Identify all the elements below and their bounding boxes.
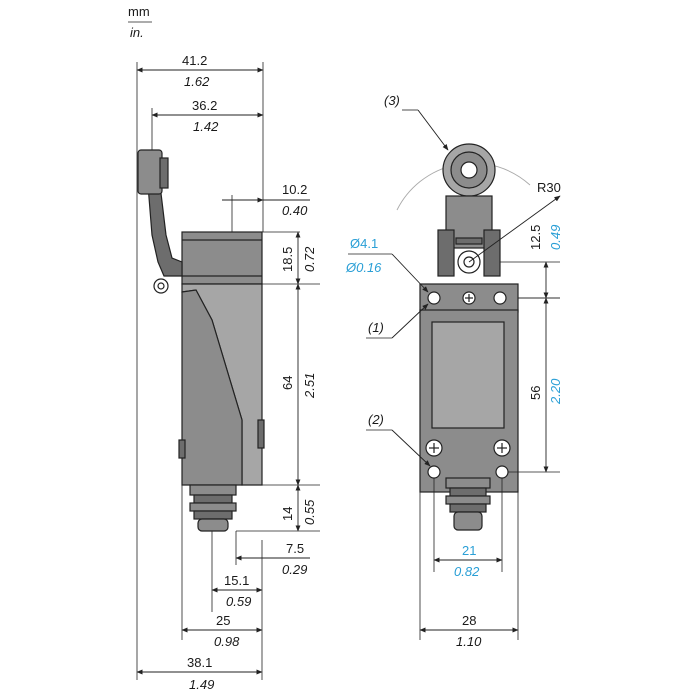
dim-gland-width-mm: 15.1: [224, 573, 249, 588]
front-view: (3) R30 12.5 0.49: [345, 93, 563, 649]
dim-offset-top-mm: 10.2: [282, 182, 307, 197]
cable-gland-front: [445, 477, 491, 531]
dim-body-height-in: 2.51: [302, 373, 317, 399]
fixing-hole-top-left: [427, 291, 441, 305]
fixing-hole-bottom-right: [495, 465, 509, 479]
callout-roller: (3): [384, 93, 400, 108]
dim-hole-dia-mm: Ø4.1: [350, 236, 378, 251]
lever-pivot: [153, 278, 169, 294]
cable-gland-side: [189, 484, 237, 532]
dim-mount-width-in: 0.82: [454, 564, 480, 579]
dim-hole-spacing-in: 2.20: [548, 378, 563, 405]
dim-hole-spacing-mm: 56: [528, 386, 543, 400]
fixing-hole-top-right: [493, 291, 507, 305]
dim-radius: R30: [537, 180, 561, 195]
dim-lever-offset-mm: 12.5: [528, 225, 543, 250]
dim-lever-width-in: 1.42: [193, 119, 219, 134]
dim-gland-width-in: 0.59: [226, 594, 251, 609]
dim-offset-top-in: 0.40: [282, 203, 308, 218]
dim-overall-width-in: 1.62: [184, 74, 210, 89]
dim-lever-width-mm: 36.2: [192, 98, 217, 113]
dim-head-height-in: 0.72: [302, 246, 317, 272]
switch-head: [181, 231, 263, 285]
unit-in-label: in.: [130, 25, 144, 40]
dim-head-height-mm: 18.5: [280, 247, 295, 272]
side-view: 41.2 1.62 36.2 1.42 10.2 0.40: [136, 53, 320, 692]
dim-gland-height-in: 0.55: [302, 499, 317, 525]
roller-wheel: [137, 149, 163, 195]
dim-lever-offset-in: 0.49: [548, 225, 563, 250]
unit-mm-label: mm: [128, 4, 150, 19]
dim-body-depth-mm: 25: [216, 613, 230, 628]
dim-body-depth-in: 0.98: [214, 634, 240, 649]
dim-base-width-mm: 38.1: [187, 655, 212, 670]
dim-body-width-mm: 28: [462, 613, 476, 628]
callout-hole: (1): [368, 320, 384, 335]
dim-body-width-in: 1.10: [456, 634, 482, 649]
dim-body-height-mm: 64: [280, 376, 295, 390]
dim-hole-dia-in: Ø0.16: [345, 260, 382, 275]
dim-overall-width-mm: 41.2: [182, 53, 207, 68]
lever-arm: [147, 184, 183, 277]
callout-mount: (2): [368, 412, 384, 427]
dim-mount-width-mm: 21: [462, 543, 476, 558]
dim-gland-height-mm: 14: [280, 507, 295, 521]
dim-gland-offset-mm: 7.5: [286, 541, 304, 556]
units-legend: mm in.: [128, 4, 152, 40]
dim-base-width-in: 1.49: [189, 677, 214, 692]
dim-gland-offset-in: 0.29: [282, 562, 307, 577]
fixing-hole-bottom-left: [427, 465, 441, 479]
label-plate: [431, 321, 505, 429]
